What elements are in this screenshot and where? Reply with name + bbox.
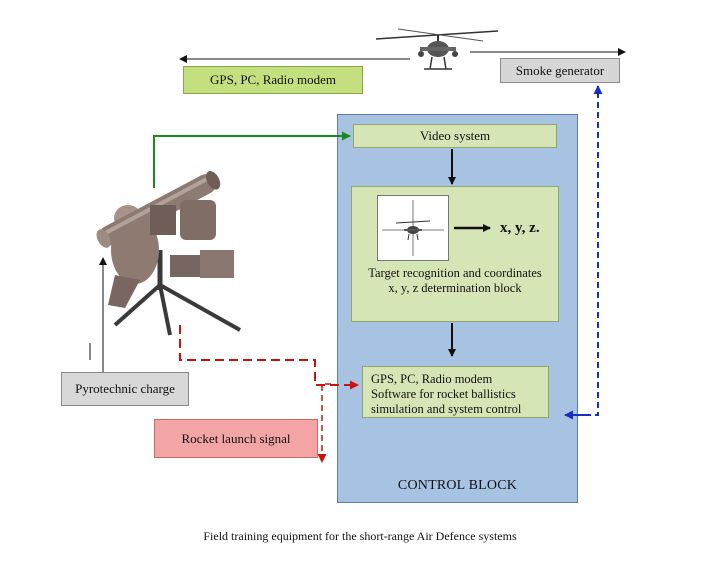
gps-top-label: GPS, PC, Radio modem [209,72,337,87]
target-thumbnail [377,195,449,261]
smoke-generator-label: Smoke generator [515,62,605,78]
control-block-title: CONTROL BLOCK [397,478,518,493]
helicopter-icon [375,28,499,70]
blue-dashed-smoke-link [565,85,603,416]
rocket-signal-label: Rocket launch signal [181,430,291,446]
video-system-label: Video system [419,128,491,143]
red-dashed-signal-link [317,383,331,463]
target-recognition-text: Target recognition and coordinates x, y,… [351,266,559,296]
pyrotechnic-charge-box: Pyrotechnic charge [61,372,189,406]
software-line-3: simulation and system control [371,402,522,416]
xyz-output-label: x, y, z. [500,220,540,236]
software-block [362,366,549,418]
pyrotechnic-label: Pyrotechnic charge [75,381,175,396]
green-arrow-video-link [153,131,351,188]
target-line-1: Target recognition and coordinates [368,266,542,280]
video-system-box: Video system [353,124,557,148]
rocket-launch-signal-box: Rocket launch signal [154,419,318,458]
target-line-2: x, y, z determination block [388,281,522,295]
gps-pc-radio-modem-box: GPS, PC, Radio modem [183,66,363,94]
software-line-1: GPS, PC, Radio modem [371,372,493,386]
smoke-generator-box: Smoke generator [500,58,620,83]
launcher-icon [96,171,241,336]
software-line-2: Software for rocket ballistics [371,387,516,401]
red-dashed-launch-link [179,325,359,390]
crosshair-helicopter-icon [382,200,444,256]
figure-caption: Field training equipment for the short-r… [203,529,517,543]
software-text: GPS, PC, Radio modem Software for rocket… [371,372,521,417]
